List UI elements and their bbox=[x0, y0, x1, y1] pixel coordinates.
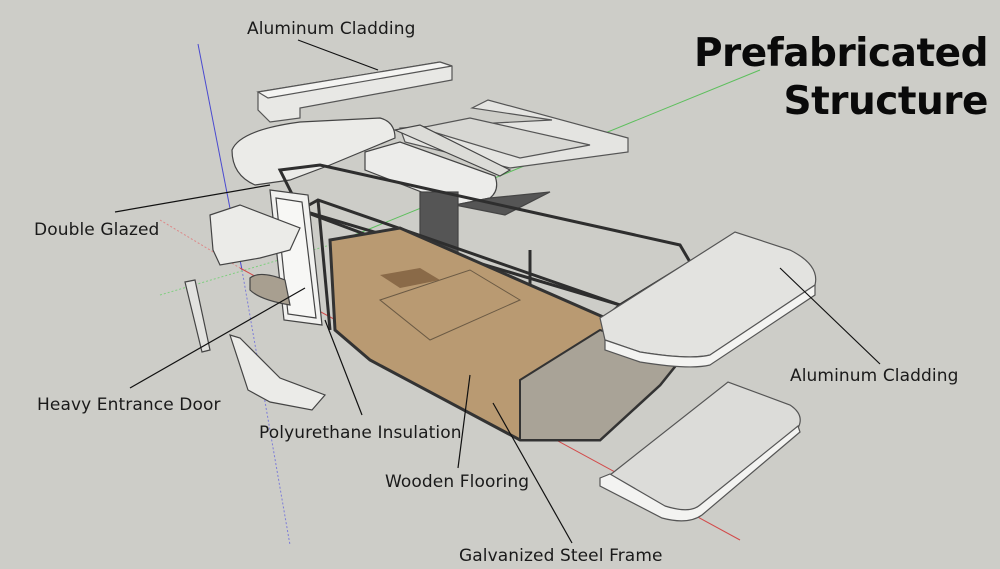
label-polyurethane-insulation: Polyurethane Insulation bbox=[259, 423, 462, 443]
leader-insulation bbox=[324, 319, 363, 416]
rear-shell bbox=[231, 117, 512, 186]
leader-steel-frame bbox=[492, 402, 573, 544]
label-heavy-entrance-door: Heavy Entrance Door bbox=[37, 395, 221, 415]
right-cladding-top bbox=[599, 231, 817, 368]
label-wooden-flooring: Wooden Flooring bbox=[385, 472, 530, 492]
leader-flooring bbox=[457, 374, 471, 469]
diagram-title: Prefabricated Structure bbox=[693, 30, 989, 126]
leader-double-glazed bbox=[114, 184, 271, 213]
leader-entrance-door bbox=[129, 287, 306, 389]
blue-axis-dotted bbox=[241, 269, 291, 546]
leader-lines bbox=[114, 39, 881, 544]
label-side-aluminum-cladding: Aluminum Cladding bbox=[790, 366, 959, 386]
label-galvanized-steel-frame: Galvanized Steel Frame bbox=[459, 546, 663, 566]
right-cladding-tray bbox=[599, 381, 801, 522]
entrance-door bbox=[269, 189, 323, 326]
roof-cladding-panel bbox=[256, 61, 453, 123]
front-window-cladding bbox=[184, 204, 327, 411]
leader-side-cladding bbox=[779, 267, 881, 365]
leader-roof-cladding bbox=[297, 39, 379, 71]
title-line-1: Prefabricated bbox=[693, 31, 989, 76]
title-line-2: Structure bbox=[783, 79, 989, 124]
label-double-glazed: Double Glazed bbox=[34, 220, 160, 240]
label-roof-aluminum-cladding: Aluminum Cladding bbox=[247, 19, 416, 39]
